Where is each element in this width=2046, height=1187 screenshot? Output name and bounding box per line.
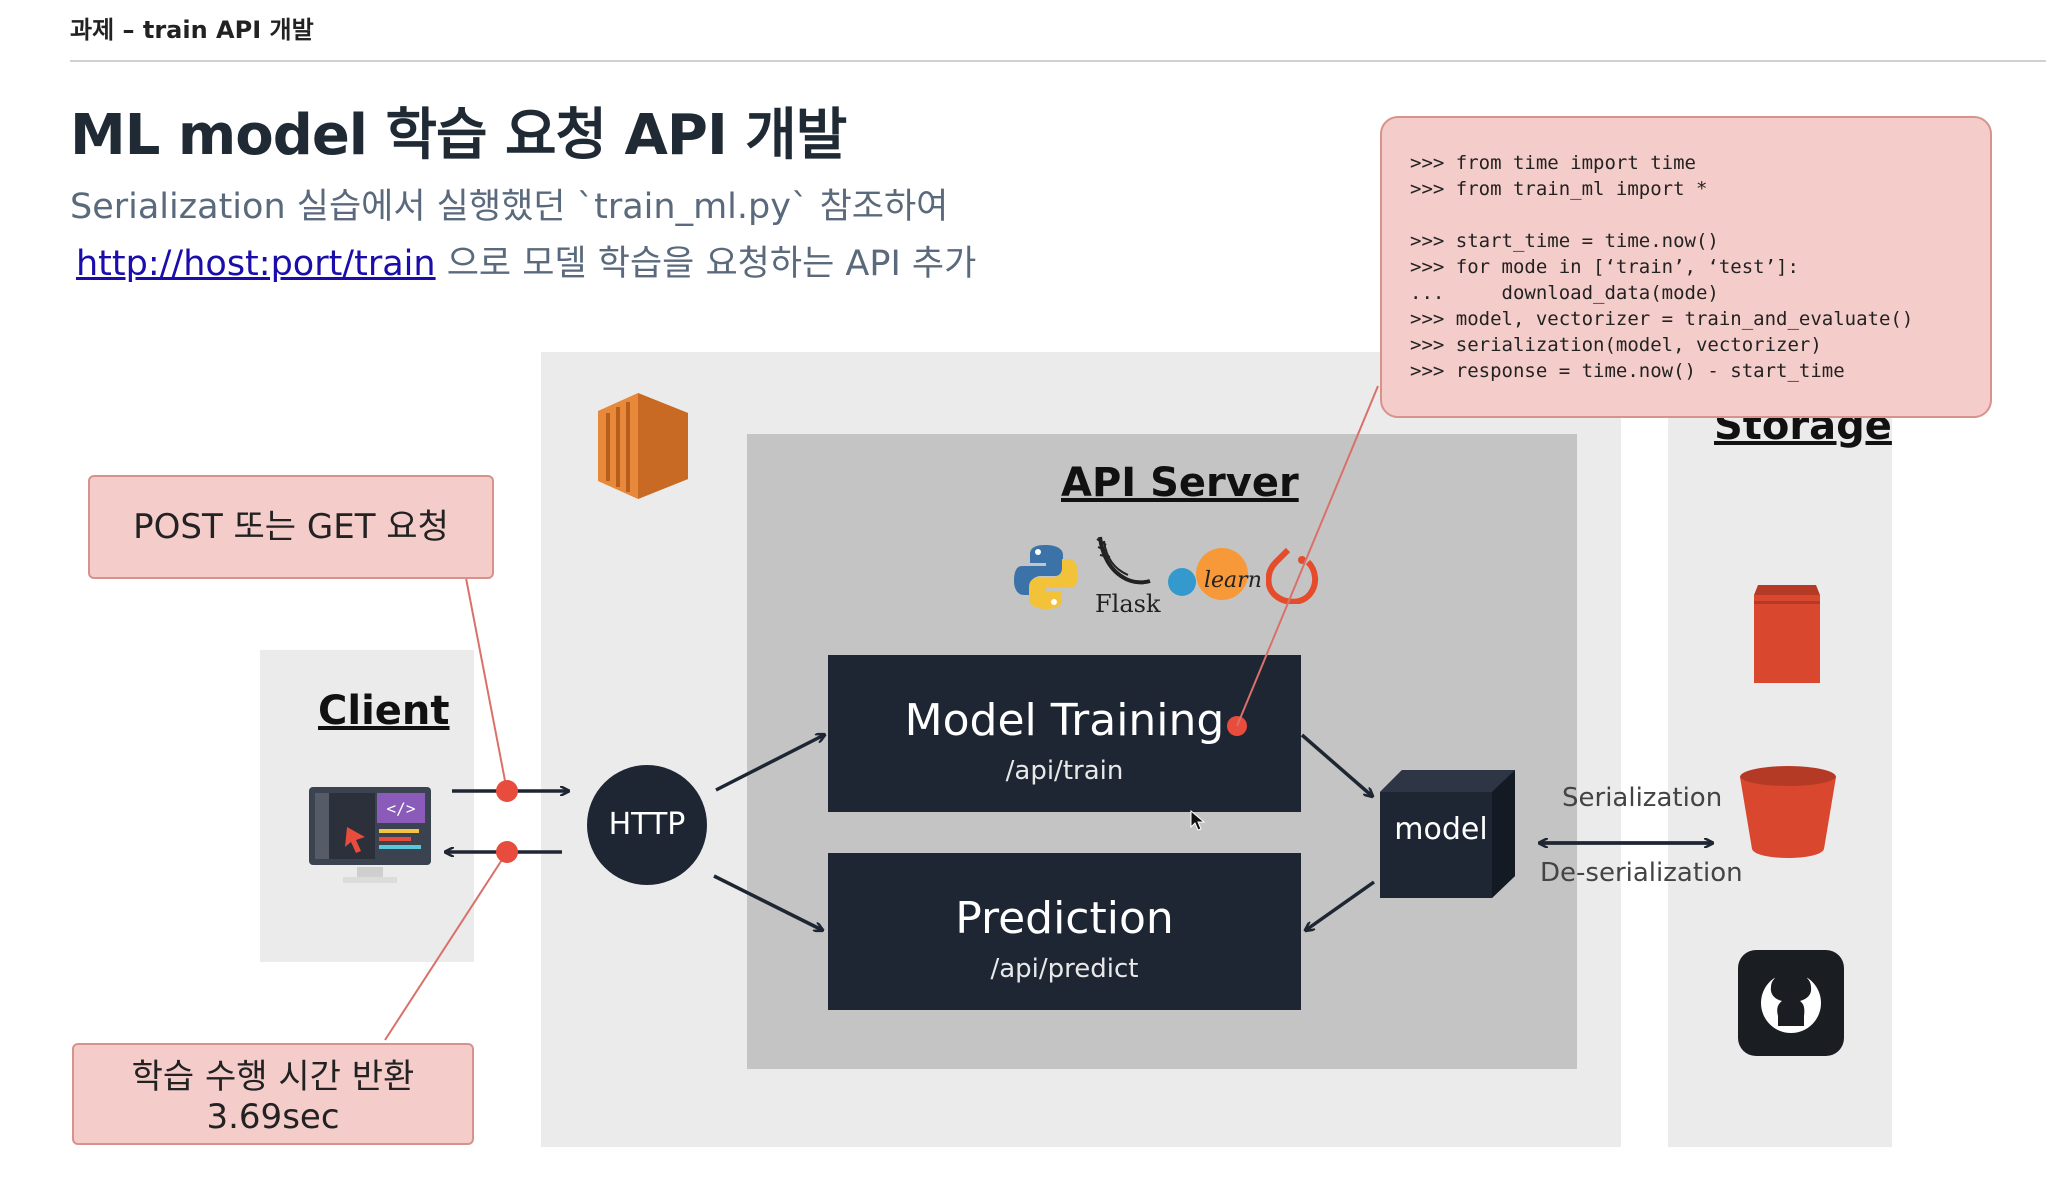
train-endpoint-path: /api/train [1005,756,1124,786]
client-heading: Client [318,688,450,734]
subtitle-line-2-text: 으로 모델 학습을 요청하는 API 추가 [435,244,977,284]
request-marker [496,780,518,802]
predict-endpoint-path: /api/predict [990,954,1139,984]
code-line: >>> model, vectorizer = train_and_evalua… [1410,308,1914,330]
sklearn-logo-icon [1168,548,1248,600]
deserialization-label: De-serialization [1540,858,1743,888]
code-line: >>> for mode in [‘train’, ‘test’]: [1410,256,1799,278]
callout-lines [384,385,1379,1041]
svg-text:</>: </> [387,799,416,818]
code-line: >>> start_time = time.now() [1410,230,1719,252]
mouse-cursor-icon [1190,810,1206,831]
model-cube-icon [1380,770,1515,898]
s3-bucket-icon [1740,766,1836,858]
prediction-title: Prediction [955,893,1174,944]
response-time-value: 3.69sec [206,1097,340,1137]
prediction-box: Prediction /api/predict [828,853,1301,1010]
code-line: >>> serialization(model, vectorizer) [1410,334,1822,356]
client-computer-icon: </> [309,787,431,883]
breadcrumb: 과제 – train API 개발 [70,16,314,44]
response-marker [496,841,518,863]
model-training-box: Model Training /api/train [828,655,1301,812]
http-node: HTTP [587,765,707,885]
code-line: ... download_data(mode) [1410,282,1719,304]
flow-arrows [446,735,1712,930]
code-line: >>> from time import time [1410,152,1696,174]
sklearn-label: learn [1204,568,1262,593]
train-endpoint-link[interactable]: http://host:port/train [76,244,436,284]
python-logo-icon [1014,545,1078,609]
subtitle-line-1: Serialization 실습에서 실행했던 `train_ml.py` 참조… [70,187,949,227]
model-label: model [1394,812,1488,847]
serialization-label: Serialization [1562,783,1723,813]
code-line: >>> response = time.now() - start_time [1410,360,1845,382]
flask-logo-icon [1096,536,1151,585]
response-time-callout: 학습 수행 시간 반환 3.69sec [72,1043,474,1145]
aws-ec2-icon [598,393,688,499]
code-line [1410,202,1990,228]
response-time-text: 학습 수행 시간 반환 [131,1057,415,1097]
page-title: ML model 학습 요청 API 개발 [70,103,847,168]
subtitle-line-2: http://host:port/train 으로 모델 학습을 요청하는 AP… [76,235,976,286]
flask-label: Flask [1095,590,1161,618]
api-server-heading: API Server [1061,460,1299,506]
database-storage-icon [1754,585,1820,683]
github-icon [1738,950,1844,1056]
request-callout: POST 또는 GET 요청 [88,475,494,579]
model-training-title: Model Training [904,695,1225,746]
code-snippet-callout: >>> from time import time >>> from train… [1380,116,1992,418]
code-line: >>> from train_ml import * [1410,178,1708,200]
header-divider [70,60,2046,62]
